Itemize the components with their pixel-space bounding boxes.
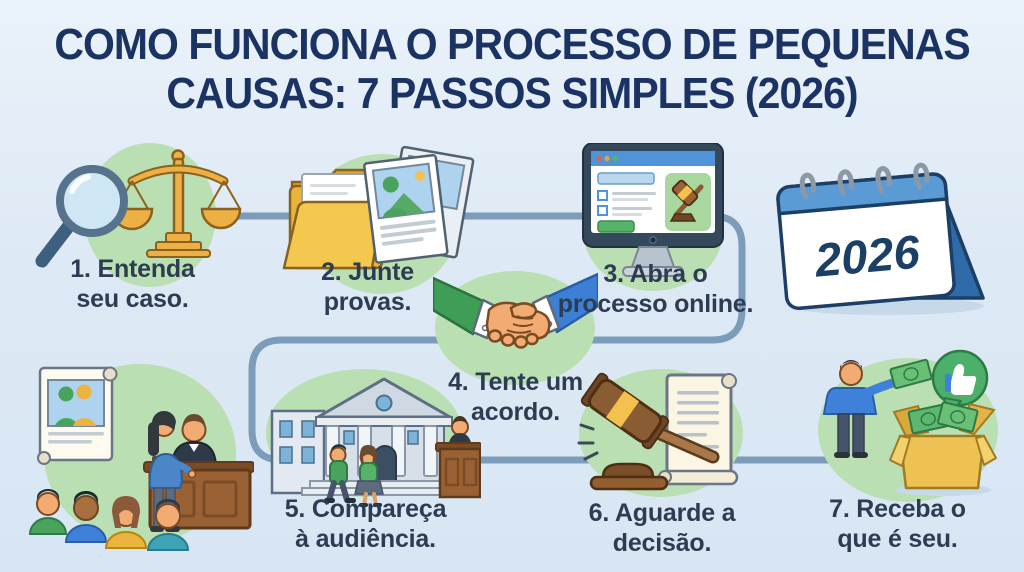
evidence-scroll-icon <box>37 366 118 465</box>
step2-scene <box>272 146 477 306</box>
step3-caption-line1: 3. Abra o <box>603 260 708 288</box>
gavel-icon <box>669 179 704 222</box>
judge-bench-icon <box>435 416 481 499</box>
open-box-icon <box>889 401 997 496</box>
handshake-icon <box>433 272 598 349</box>
step2-caption-line1: 2. Junte <box>321 258 414 286</box>
step6-scene <box>573 363 758 505</box>
step7-scene <box>798 348 1008 506</box>
step5-caption: 5. Compareça à audiência. <box>258 494 473 554</box>
magnifier-icon <box>35 165 128 268</box>
step1-caption: 1. Entenda seu caso. <box>30 254 235 314</box>
scroll-document-icon <box>658 373 739 486</box>
step4-scene <box>433 266 598 388</box>
thumbs-up-bubble-icon <box>931 349 989 417</box>
step6-caption: 6. Aguarde a decisão. <box>562 498 762 558</box>
page-title-line1: COMO FUNCIONA O PROCESSO DE PEQUENAS <box>54 20 970 69</box>
step1-caption-line1: 1. Entenda <box>70 255 195 283</box>
step2-caption-line2: provas. <box>323 288 412 316</box>
step5-scene <box>246 363 481 508</box>
person-with-money-icon <box>822 358 933 458</box>
step2-caption: 2. Junte provas. <box>275 257 460 317</box>
step4-caption-line2: acordo. <box>471 398 560 426</box>
step6-caption-line1: 6. Aguarde a <box>588 499 736 527</box>
audience-icon <box>28 489 190 551</box>
step3-caption: 3. Abra o processo online. <box>548 259 763 319</box>
step6-caption-line2: decisão. <box>612 529 712 557</box>
desk-calendar-icon: 2026 <box>776 162 985 311</box>
step1-scene <box>28 143 243 303</box>
step7-caption: 7. Receba o que é seu. <box>800 494 995 554</box>
step1-caption-line2: seu caso. <box>76 285 189 313</box>
computer-monitor-icon <box>582 143 724 277</box>
step5-caption-line1: 5. Compareça <box>284 495 447 523</box>
step3-scene <box>573 143 733 298</box>
page-title-line2: CAUSAS: 7 PASSOS SIMPLES (2026) <box>166 69 858 119</box>
walking-people-icon <box>324 444 384 507</box>
step7-caption-line1: 7. Receba o <box>829 495 966 523</box>
gavel-icon <box>577 372 720 491</box>
calendar-rings <box>799 162 930 200</box>
step3-caption-line2: processo online. <box>557 290 754 318</box>
calendar-scene: 2026 <box>768 146 998 318</box>
calendar-year: 2026 <box>812 225 923 287</box>
courtroom-audience-illustration <box>22 356 254 566</box>
page-title: COMO FUNCIONA O PROCESSO DE PEQUENAS CAU… <box>36 20 988 119</box>
courthouse-icon <box>270 377 467 496</box>
photos-icon <box>363 146 475 264</box>
step7-caption-line2: que é seu. <box>837 525 958 553</box>
step5-caption-line2: à audiência. <box>295 525 436 553</box>
step4-caption: 4. Tente um acordo. <box>428 367 603 427</box>
step4-caption-line1: 4. Tente um <box>448 368 583 396</box>
